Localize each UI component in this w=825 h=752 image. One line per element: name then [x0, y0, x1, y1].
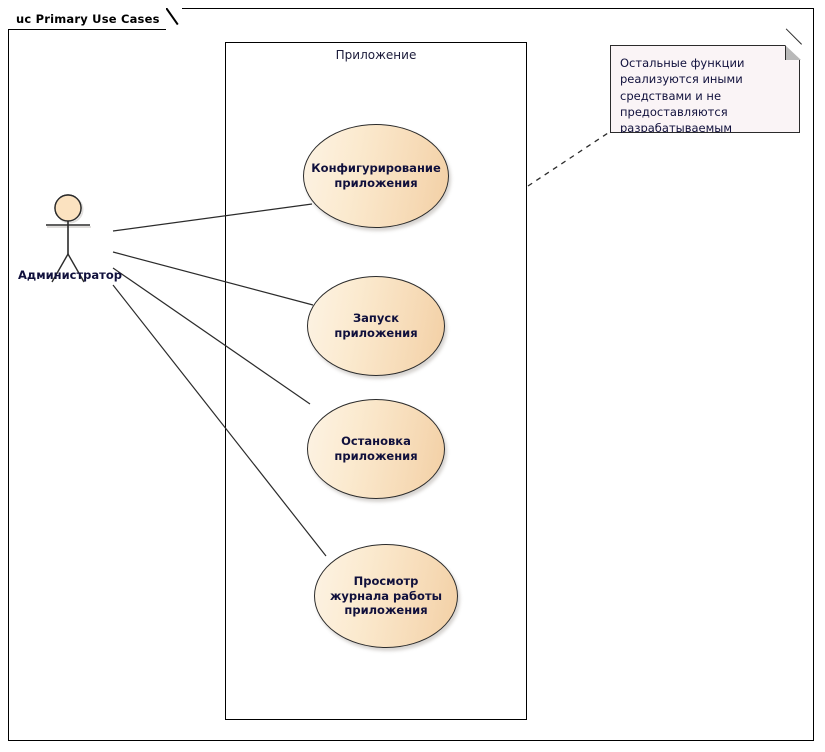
use-case-label: Просмотр журнала работы приложения — [329, 573, 443, 618]
diagram-frame-tab: uc Primary Use Cases — [8, 8, 182, 30]
use-case-label: Запуск приложения — [334, 311, 418, 340]
actor-label: Администратор — [18, 268, 122, 282]
frame-tab-corner-icon — [165, 8, 182, 30]
use-case-label: Конфигурирование приложения — [311, 161, 441, 190]
use-case-start[interactable]: Запуск приложения — [307, 276, 445, 376]
note-box[interactable]: Остальные функции реализуются иными сред… — [610, 45, 800, 133]
use-case-view-log[interactable]: Просмотр журнала работы приложения — [314, 544, 458, 648]
note-fold-corner-icon — [785, 28, 802, 61]
system-boundary-label: Приложение — [335, 48, 417, 62]
frame-tab-body: uc Primary Use Cases — [8, 8, 166, 30]
actor-stick-figure-icon — [46, 194, 91, 283]
frame-title: uc Primary Use Cases — [16, 11, 160, 26]
actor-administrator[interactable] — [28, 182, 118, 292]
use-case-label: Остановка приложения — [334, 434, 418, 463]
use-case-configure[interactable]: Конфигурирование приложения — [303, 124, 449, 228]
use-case-stop[interactable]: Остановка приложения — [307, 399, 445, 499]
note-text: Остальные функции реализуются иными сред… — [620, 56, 745, 136]
